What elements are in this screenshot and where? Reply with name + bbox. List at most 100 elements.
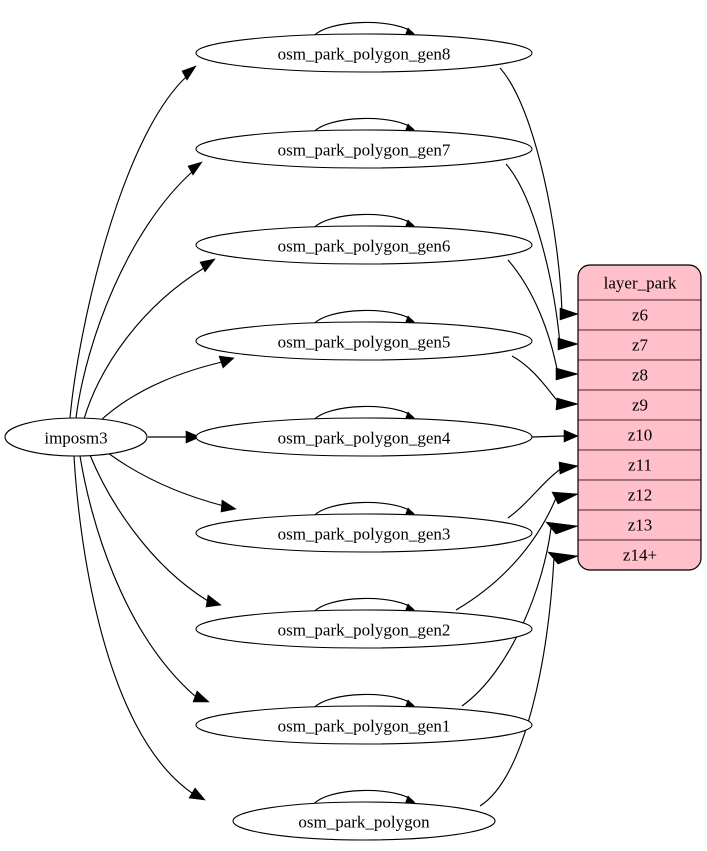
edge-path xyxy=(107,452,225,507)
arrow-head-icon xyxy=(558,461,579,475)
node-osm_park_polygon_gen4[interactable]: osm_park_polygon_gen4 xyxy=(195,417,533,457)
edge-group-source-to-nodes xyxy=(69,65,237,801)
arrow-head-icon xyxy=(555,367,580,381)
edge-gen4-to-z10 xyxy=(531,429,579,443)
node-label-gen5: osm_park_polygon_gen5 xyxy=(278,333,451,352)
table-row-label-z13: z13 xyxy=(628,516,653,535)
node-label-gen3: osm_park_polygon_gen3 xyxy=(278,525,451,544)
edge-gen2-to-z12 xyxy=(455,491,580,611)
node-shape-ellipse[interactable] xyxy=(195,321,533,361)
edge-path xyxy=(75,171,193,419)
edge-imposm3-to-gen8 xyxy=(69,65,197,419)
table-row-cell-z9[interactable] xyxy=(578,389,701,421)
edge-path xyxy=(499,67,563,315)
node-shape-ellipse[interactable] xyxy=(195,609,533,649)
arrow-head-icon xyxy=(220,499,237,513)
arrow-head-icon xyxy=(563,429,579,443)
arrow-head-icon xyxy=(187,161,203,176)
table-row-label-z9: z9 xyxy=(632,396,648,415)
arrow-head-icon xyxy=(557,337,580,351)
edge-gen7-to-z7 xyxy=(505,163,580,351)
node-shape-ellipse[interactable] xyxy=(4,417,148,457)
edge-path xyxy=(531,435,565,438)
edge-path xyxy=(505,163,561,345)
table-row-cell-z7[interactable] xyxy=(578,329,701,361)
node-osm_park_polygon_gen2[interactable]: osm_park_polygon_gen2 xyxy=(195,609,533,649)
node-osm_park_polygon_gen7[interactable]: osm_park_polygon_gen7 xyxy=(195,129,533,169)
edge-path xyxy=(507,467,563,519)
node-osm_park_polygon[interactable]: osm_park_polygon xyxy=(232,801,496,841)
arrow-head-icon xyxy=(188,787,206,801)
table-cells xyxy=(578,265,701,570)
table-row-label-z7: z7 xyxy=(632,336,649,355)
table-header-label: layer_park xyxy=(604,274,677,293)
edge-path xyxy=(83,267,205,420)
edge-imposm3-to-gen7 xyxy=(75,161,203,419)
edge-path xyxy=(479,557,555,807)
arrow-head-icon xyxy=(551,491,580,505)
node-label-gen7: osm_park_polygon_gen7 xyxy=(278,141,451,160)
edge-gen5-to-z9 xyxy=(511,355,580,411)
table-header-cell[interactable] xyxy=(578,265,701,301)
edge-gen6-to-z8 xyxy=(507,259,580,381)
edge-gen1-to-z13 xyxy=(461,521,579,707)
node-osm_park_polygon_gen5[interactable]: osm_park_polygon_gen5 xyxy=(195,321,533,361)
edge-imposm3-to-gen2 xyxy=(89,454,222,608)
edge-path xyxy=(89,454,209,602)
arrow-head-icon xyxy=(192,690,210,703)
table-row-label-z8: z8 xyxy=(632,366,648,385)
edge-imposm3-to-gen5 xyxy=(99,355,235,422)
table-row-label-z12: z12 xyxy=(628,486,653,505)
arrow-head-icon xyxy=(199,258,216,273)
table-row-label-z10: z10 xyxy=(628,426,653,445)
node-shape-ellipse[interactable] xyxy=(232,801,496,841)
node-label-gen2: osm_park_polygon_gen2 xyxy=(278,621,451,640)
edge-imposm3-to-gen4 xyxy=(148,430,201,444)
node-label-gen4: osm_park_polygon_gen4 xyxy=(278,429,451,448)
edge-imposm3-to-gen6 xyxy=(83,258,216,420)
edge-path xyxy=(69,76,187,419)
arrow-head-icon xyxy=(181,65,197,81)
table-row-cell-z13[interactable] xyxy=(578,509,701,541)
edge-gen8-to-z6 xyxy=(499,67,579,321)
node-imposm3[interactable]: imposm3 xyxy=(4,417,148,457)
node-osm_park_polygon_gen8[interactable]: osm_park_polygon_gen8 xyxy=(195,33,533,73)
node-shape-ellipse[interactable] xyxy=(195,129,533,169)
node-label-gen1: osm_park_polygon_gen1 xyxy=(278,717,451,736)
table-outline xyxy=(577,264,702,571)
node-label-gen8: osm_park_polygon_gen8 xyxy=(278,45,451,64)
node-osm_park_polygon_gen6[interactable]: osm_park_polygon_gen6 xyxy=(195,225,533,265)
node-shape-ellipse[interactable] xyxy=(195,417,533,457)
table-row-cell-z10[interactable] xyxy=(578,419,701,451)
table-row-label-z6: z6 xyxy=(632,306,648,325)
edge-osm-park-polygon-to-z14 xyxy=(479,551,580,807)
table-row-label-z11: z11 xyxy=(628,456,652,475)
node-shape-ellipse[interactable] xyxy=(195,705,533,745)
edge-imposm3-to-gen3 xyxy=(107,452,237,513)
node-shape-ellipse[interactable] xyxy=(195,225,533,265)
edge-path xyxy=(507,259,559,375)
arrow-head-icon xyxy=(185,430,201,444)
edge-group-nodes-to-table xyxy=(455,67,580,807)
table-row-label-z14plus: z14+ xyxy=(623,546,657,565)
table-layer-park[interactable]: layer_park z6 z7 z8 z9 z10 z11 z12 z13 z… xyxy=(577,264,702,571)
node-shape-ellipse[interactable] xyxy=(195,33,533,73)
node-osm_park_polygon_gen1[interactable]: osm_park_polygon_gen1 xyxy=(195,705,533,745)
node-osm_park_polygon_gen3[interactable]: osm_park_polygon_gen3 xyxy=(195,513,533,553)
node-shape-ellipse[interactable] xyxy=(195,513,533,553)
edge-gen3-to-z11 xyxy=(507,461,579,519)
edge-imposm3-to-osm-park-polygon xyxy=(73,455,206,801)
arrow-head-icon xyxy=(545,521,579,535)
table-row-cell-z6[interactable] xyxy=(578,299,701,331)
edge-path xyxy=(511,355,561,405)
arrow-head-icon xyxy=(559,307,579,321)
arrow-head-icon xyxy=(555,397,580,411)
arrow-head-icon xyxy=(205,594,222,608)
edge-path xyxy=(455,497,557,611)
table-row-cell-z14plus[interactable] xyxy=(578,539,701,570)
arrow-head-icon xyxy=(547,551,580,565)
edge-path xyxy=(99,361,223,422)
node-label-imposm3: imposm3 xyxy=(44,429,107,448)
